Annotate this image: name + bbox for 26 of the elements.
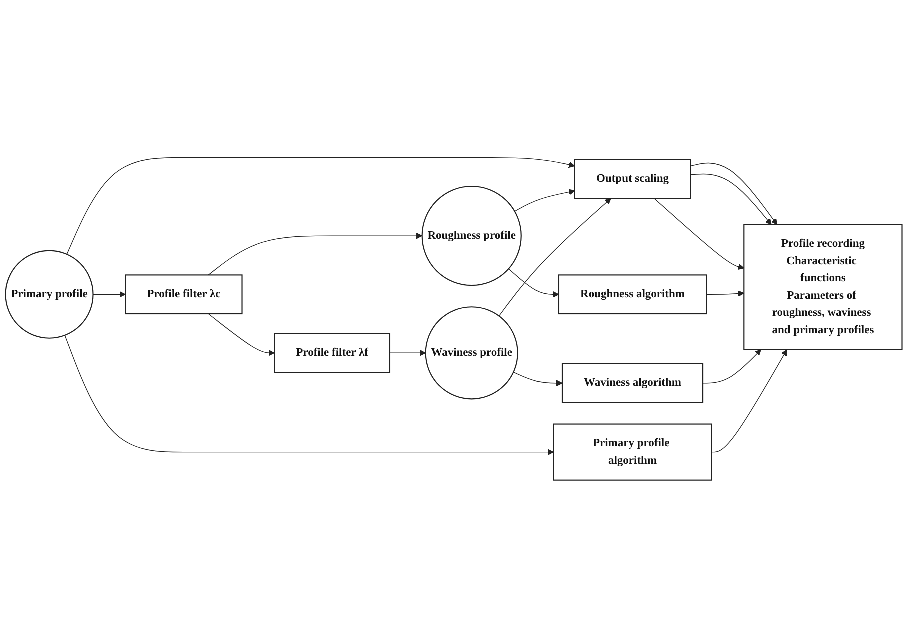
arrow [64,336,554,456]
arrow [208,233,423,276]
arrow [654,198,744,270]
arrow [690,163,778,226]
node-circle: Roughness profile [422,186,522,287]
node-box: Roughness algorithm [558,275,708,315]
node-box: Output scaling [574,160,692,200]
node-box: Profile filter λf [274,334,391,374]
arrow [690,174,772,226]
arrow [92,292,126,298]
arrow [702,350,762,384]
arrow [208,314,275,357]
arrow [706,291,744,298]
node-box: Waviness algorithm [562,364,704,404]
node-box: Profile filter λc [125,275,243,315]
node-box: Primary profile algorithm [553,424,712,482]
node-box: Profile recording Characteristic functions Parameters of roughness, waviness and primary profiles [744,224,903,351]
arrow [508,269,560,298]
arrow [390,350,426,357]
node-circle: Waviness profile [425,307,518,400]
arrow [66,158,576,256]
arrow [513,372,563,387]
node-circle: Primary profile [5,250,94,340]
arrow [498,198,612,317]
arrow [514,190,576,212]
arrow [711,350,788,454]
